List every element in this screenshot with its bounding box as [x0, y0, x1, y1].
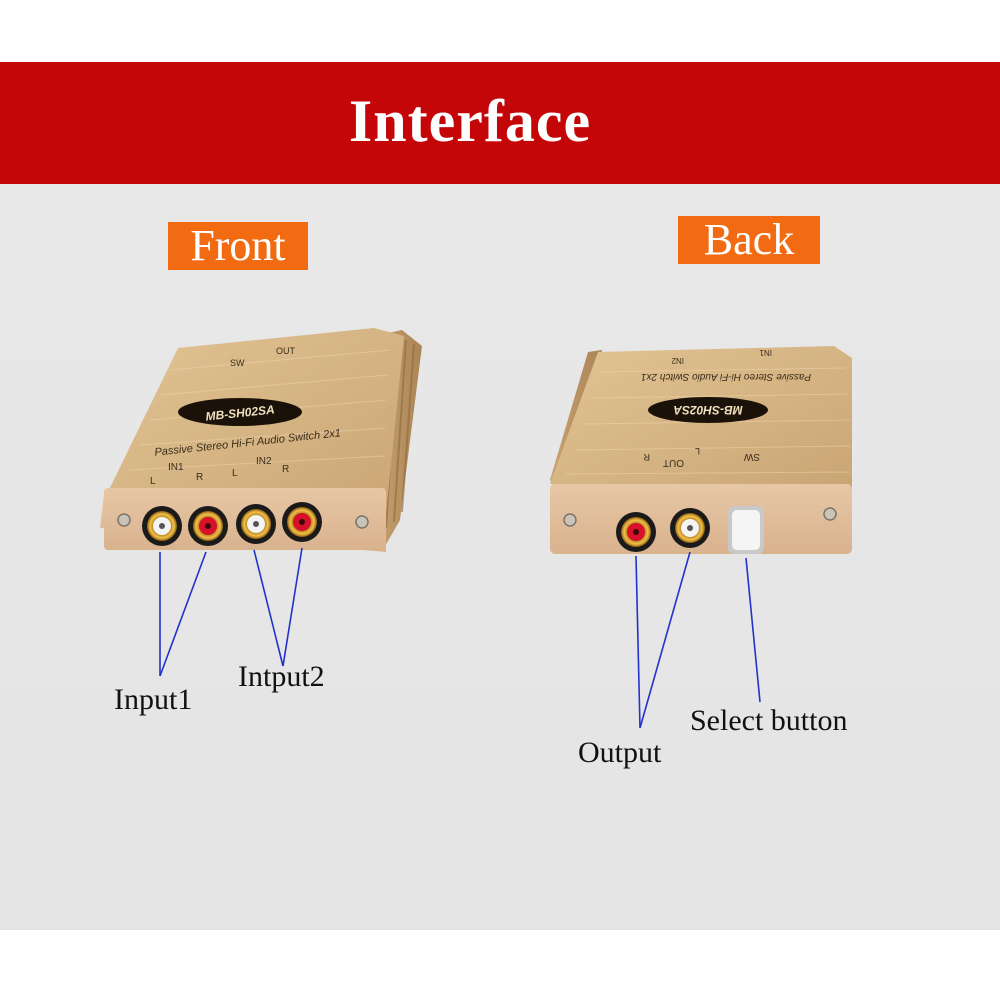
title-banner: [0, 62, 1000, 184]
back-model-badge: [648, 397, 768, 423]
back-screw-left: [563, 513, 577, 527]
front-sw-label: SW: [230, 358, 245, 368]
back-screw-right: [823, 507, 837, 521]
back-jack-out-right: [616, 512, 656, 552]
callout-select-button: Select button: [690, 704, 848, 737]
back-model-text: MB-SH02SA: [673, 403, 742, 417]
back-out-r: R: [643, 452, 650, 462]
back-tag: Back: [678, 216, 820, 264]
front-tag: Front: [168, 222, 308, 270]
back-select-button: [728, 506, 764, 554]
callout-input2: Intput2: [238, 660, 325, 693]
front-model-badge: [178, 398, 302, 426]
front-out-label: OUT: [276, 346, 296, 356]
back-in1-label: IN1: [759, 348, 772, 357]
back-leader-lines: [635, 551, 761, 729]
back-in2-label: IN2: [671, 356, 684, 365]
callout-output: Output: [578, 736, 662, 769]
front-leader-lines: [159, 547, 303, 677]
banner-title: Interface: [348, 88, 592, 154]
front-in1-label: IN1: [168, 462, 184, 473]
front-jack-in2-left: [236, 504, 276, 544]
back-sw-label: SW: [743, 451, 760, 462]
front-device: MB-SH02SA Passive Stereo Hi-Fi Audio Swi…: [100, 328, 422, 677]
back-top-panel: [550, 346, 852, 500]
callout-input1: Input1: [114, 683, 193, 716]
back-device: MB-SH02SA Passive Stereo Hi-Fi Audio Swi…: [550, 346, 852, 729]
front-in2-r: R: [282, 464, 289, 475]
front-in2-label: IN2: [256, 456, 272, 467]
front-screw-right: [355, 515, 369, 529]
back-jack-out-left: [670, 508, 710, 548]
front-jack-in2-right: [282, 502, 322, 542]
front-in1-l: L: [150, 476, 156, 487]
front-in1-r: R: [196, 472, 203, 483]
front-jack-in1-right: [188, 506, 228, 546]
back-out-label: OUT: [663, 457, 684, 468]
front-top-panel: [104, 328, 404, 534]
front-screw-left: [117, 513, 131, 527]
front-in2-l: L: [232, 468, 238, 479]
back-out-l: L: [695, 446, 700, 456]
front-jack-in1-left: [142, 506, 182, 546]
back-description: Passive Stereo Hi-Fi Audio Switch 2x1: [641, 371, 811, 382]
